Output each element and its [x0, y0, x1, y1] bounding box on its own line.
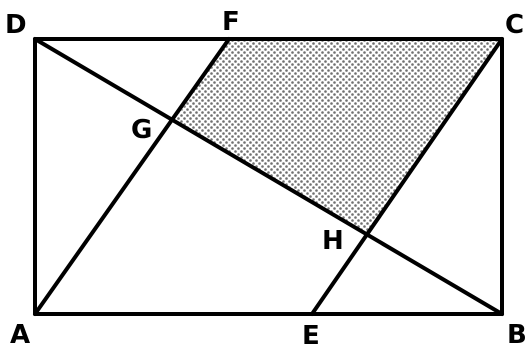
segment-db	[33, 37, 504, 316]
label-b: B	[507, 320, 527, 347]
label-h: H	[322, 226, 344, 256]
label-c: C	[505, 10, 524, 40]
label-d: D	[5, 10, 27, 40]
shaded-region-fchg	[175, 39, 502, 233]
segment-af	[33, 37, 231, 316]
label-e: E	[302, 321, 320, 347]
label-a: A	[10, 320, 30, 347]
label-f: F	[222, 7, 240, 37]
segment-ec	[310, 37, 504, 316]
label-g: G	[131, 115, 152, 145]
